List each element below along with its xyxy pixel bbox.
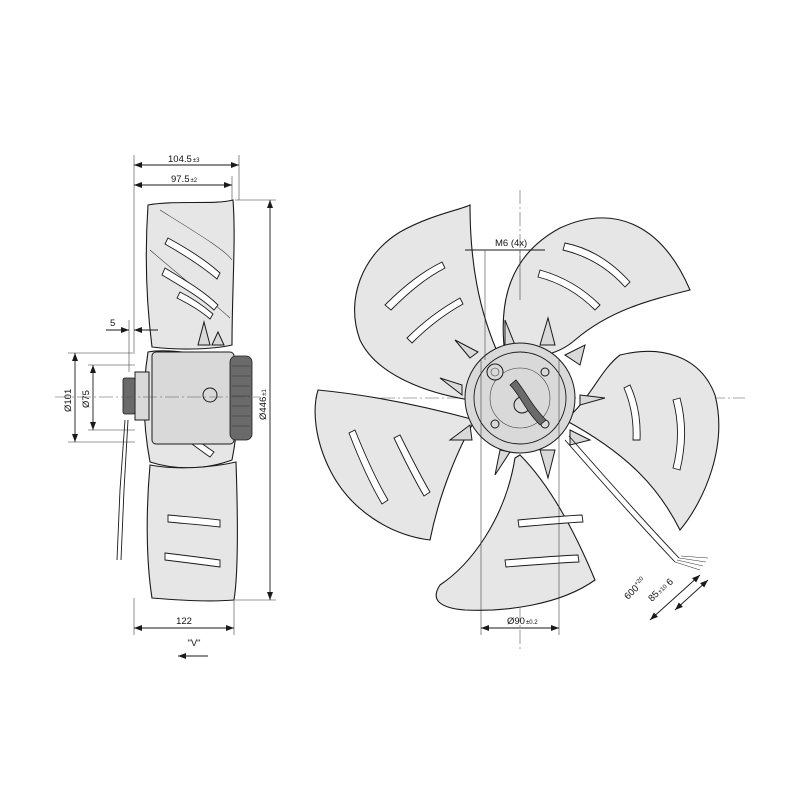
front-blade-bottom <box>435 454 596 611</box>
svg-text:97.5±2: 97.5±2 <box>171 174 198 185</box>
dim-width-overall-tol: ±3 <box>193 158 200 164</box>
dim-dia-75: Ø75 <box>81 390 92 408</box>
front-blade-right <box>564 350 720 531</box>
side-hub <box>151 351 235 445</box>
side-view: 104.5±3 97.5±2 5 Ø101 Ø75 Ø446 ±1 122 "V" <box>55 154 276 659</box>
dim-dia-90-tol: ±0.2 <box>526 620 538 626</box>
dim-offset: 5 <box>110 318 115 329</box>
svg-text:Ø446±1: Ø446 ±1 <box>258 388 269 420</box>
dim-width-overall: 104.5 <box>168 154 192 165</box>
thread-label: M6 (4x) <box>495 238 527 249</box>
dim-width-blade-tol: ±2 <box>191 178 198 184</box>
view-label: "V" <box>187 638 200 649</box>
dim-depth: 122 <box>176 616 192 627</box>
dim-dia-90: Ø90 <box>507 616 525 627</box>
dim-dia-446: Ø446 <box>258 397 269 420</box>
dim-width-blade: 97.5 <box>171 174 190 185</box>
dim-dia-101: Ø101 <box>63 389 74 412</box>
side-blade-bottom <box>146 461 238 602</box>
dim-dia-446-tol: ±1 <box>262 388 268 395</box>
svg-text:104.5±3: 104.5±3 <box>168 154 200 165</box>
side-blade-top <box>145 199 235 350</box>
strip-end: 6 <box>664 577 676 589</box>
strip-length-tol: ±10 <box>657 583 669 595</box>
front-blade-left <box>314 389 476 541</box>
front-blade-top-right <box>502 217 691 358</box>
svg-text:Ø90±0.2: Ø90±0.2 <box>507 616 538 627</box>
cable-length-tol: +20 <box>634 575 646 587</box>
svg-text:600+20: 600+20 <box>622 575 649 602</box>
svg-text:85±10: 85±10 <box>646 581 669 604</box>
front-view: M6 (4x) Ø90±0.2 600+20 85±10 6 <box>314 190 745 650</box>
